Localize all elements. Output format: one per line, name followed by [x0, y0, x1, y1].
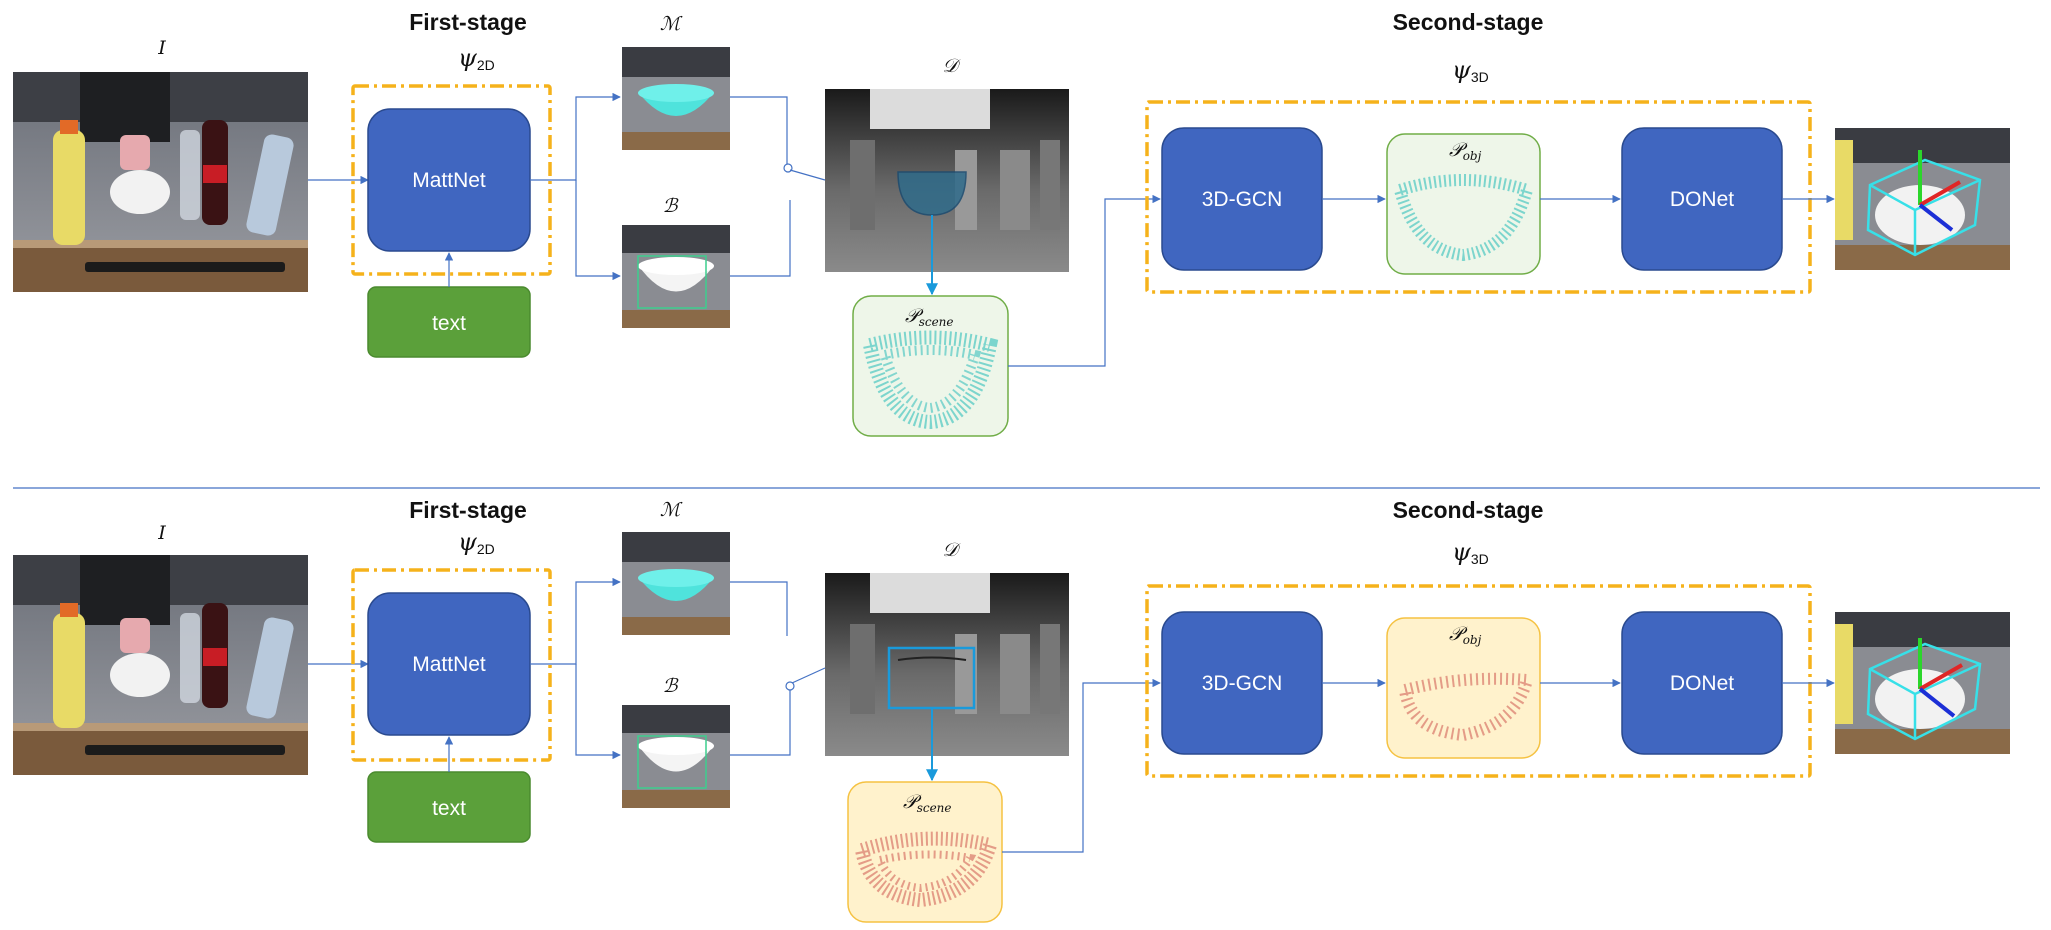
psi-3d-label-bottom: ψ3D: [1452, 538, 1489, 567]
depth-map-bottom: [825, 573, 1069, 756]
gcn-label: 3D-GCN: [1202, 188, 1283, 211]
mattnet-label: MattNet: [412, 169, 486, 192]
input-photo: [13, 72, 308, 292]
scene-cloud-top: 𝒫scene: [852, 295, 1009, 437]
depth-label-bottom: 𝒟: [942, 539, 961, 561]
bottom-pipeline: I First-stage ψ2D MattNet text: [13, 497, 2010, 923]
second-stage-boundary: [1145, 100, 1812, 294]
second-stage-boundary-bottom: [1145, 584, 1812, 778]
mask-thumbnail: [622, 47, 730, 150]
mask-thumbnail-bottom: [622, 532, 730, 635]
mattnet-label-bottom: MattNet: [412, 653, 486, 676]
donet-label: DONet: [1670, 188, 1734, 211]
gcn-label-bottom: 3D-GCN: [1202, 672, 1283, 695]
image-label-bottom: I: [157, 522, 166, 544]
box-label-bottom: ℬ: [663, 675, 680, 697]
box-thumbnail-bottom: [622, 705, 730, 808]
yellow-bottle: [53, 130, 85, 245]
mask-label-bottom: ℳ: [660, 499, 683, 521]
mask-label: ℳ: [660, 13, 683, 35]
bowl: [110, 170, 170, 214]
depth-label: 𝒟: [942, 55, 961, 77]
object-cloud-top: 𝒫obj: [1386, 133, 1541, 275]
first-stage-boundary: [351, 84, 552, 276]
psi-2d-label: ψ2D: [458, 44, 495, 73]
first-stage-title-bottom: First-stage: [409, 497, 527, 523]
box-label: ℬ: [663, 195, 680, 217]
donet-label-bottom: DONet: [1670, 672, 1734, 695]
text-box-label: text: [432, 312, 466, 335]
box-thumbnail: [622, 225, 730, 328]
top-pipeline: I First-stage ψ2D MattNet text: [13, 9, 2010, 437]
psi-3d-label: ψ3D: [1452, 56, 1489, 85]
pose-result-top: [1835, 128, 2010, 270]
input-photo-bottom: [13, 555, 308, 775]
text-box-label-bottom: text: [432, 797, 466, 820]
pose-result-bottom: [1835, 612, 2010, 754]
second-stage-title: Second-stage: [1393, 9, 1544, 35]
image-label: I: [157, 37, 166, 59]
object-cloud-bottom: 𝒫obj: [1386, 617, 1541, 759]
second-stage-title-bottom: Second-stage: [1393, 497, 1544, 523]
psi-2d-label-bottom: ψ2D: [458, 528, 495, 557]
first-stage-title: First-stage: [409, 9, 527, 35]
scene-cloud-bottom: 𝒫scene: [847, 781, 1003, 923]
depth-map: [825, 89, 1069, 272]
